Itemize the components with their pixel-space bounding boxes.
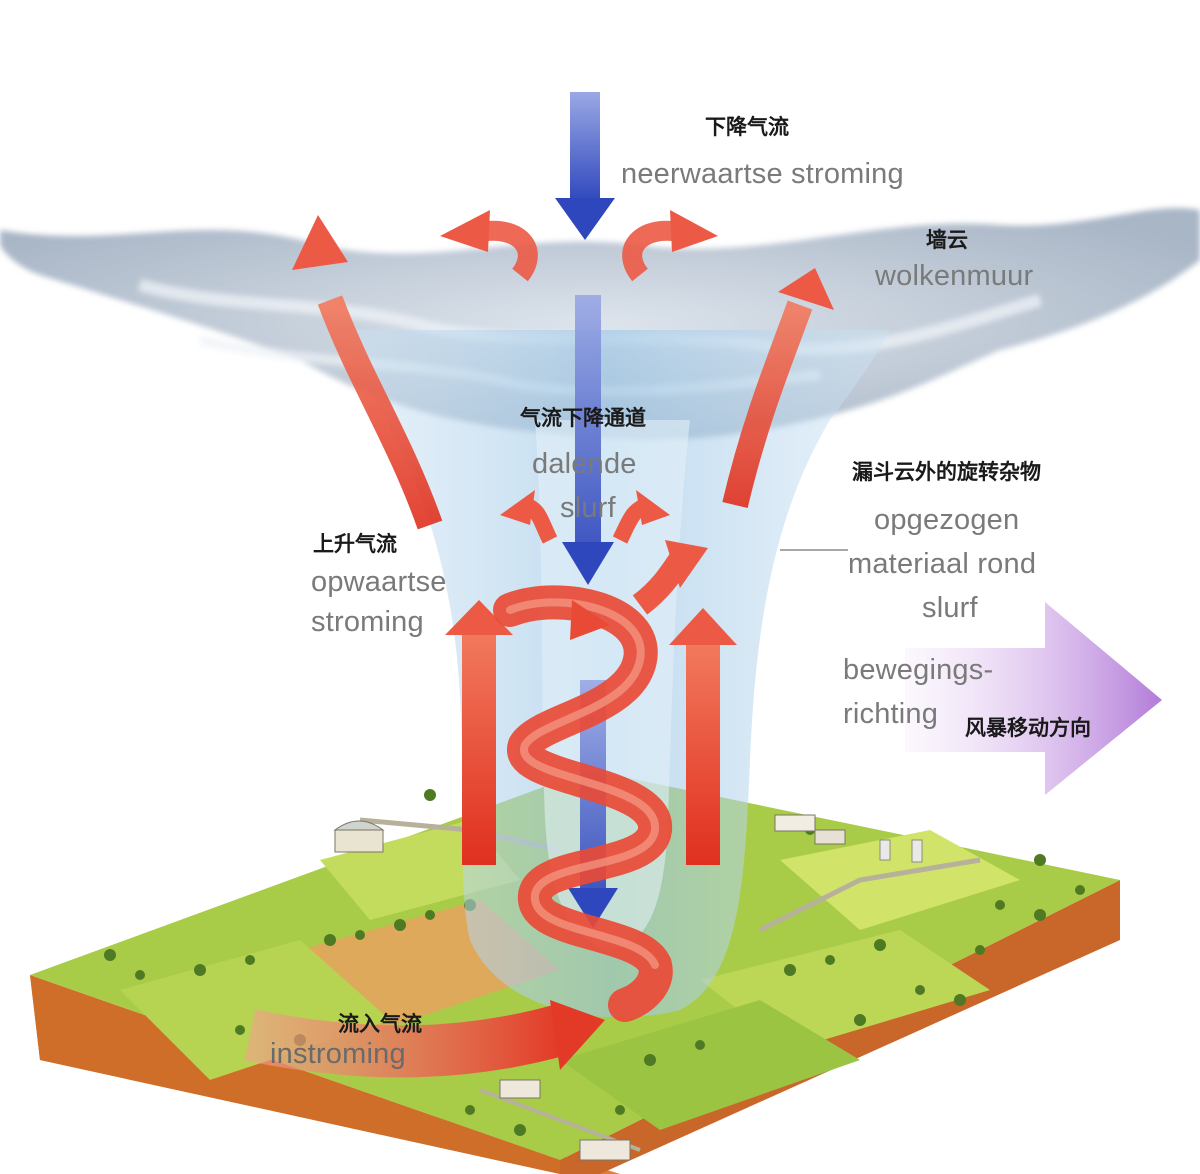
downdraft-arrow-top [555, 92, 615, 240]
movement-label-nl-2: richting [843, 698, 939, 730]
wall-cloud-label-nl: wolkenmuur [875, 260, 1034, 292]
inflow-label-zh: 流入气流 [338, 1012, 422, 1036]
debris-label-zh: 漏斗云外的旋转杂物 [852, 460, 1041, 484]
inflow-arrow [244, 1000, 605, 1078]
descending-channel-label-zh: 气流下降通道 [520, 406, 646, 430]
downdraft-label-nl: neerwaartse stroming [621, 158, 904, 190]
updraft-label-zh: 上升气流 [313, 532, 397, 556]
inflow-label-nl: instroming [270, 1038, 406, 1070]
downdraft-label-zh: 下降气流 [705, 115, 789, 139]
updraft-label-nl-1: opwaartse [311, 566, 447, 598]
movement-label-nl-1: bewegings- [843, 654, 994, 686]
downdraft-arrow-middle [562, 295, 614, 585]
debris-label-nl-1: opgezogen [874, 504, 1020, 536]
updraft-label-nl-2: stroming [311, 606, 424, 638]
farm-buildings [333, 814, 923, 1161]
movement-arrow [905, 602, 1162, 795]
wall-cloud-label-zh: 墙云 [926, 228, 968, 252]
debris-label-nl-3: slurf [922, 592, 978, 624]
updraft-arrows [292, 210, 834, 865]
descending-channel-label-nl-2: slurf [560, 492, 616, 524]
movement-label-zh: 风暴移动方向 [965, 716, 1091, 740]
debris-label-nl-2: materiaal rond [848, 548, 1037, 580]
descending-channel-label-nl-1: dalende [532, 448, 637, 480]
rotating-spiral [493, 585, 673, 1022]
